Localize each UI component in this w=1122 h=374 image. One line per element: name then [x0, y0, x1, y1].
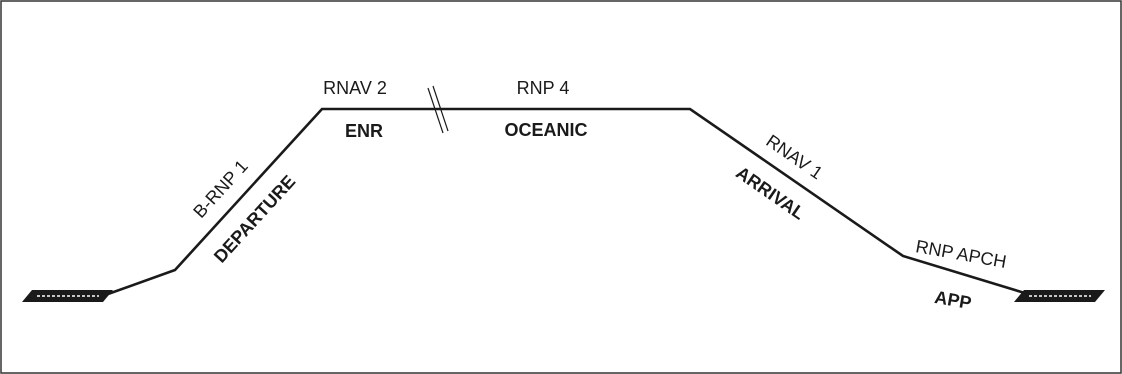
oceanic-phase-label: OCEANIC — [504, 120, 587, 140]
origin-runway-icon — [22, 290, 113, 302]
break-marker-icon — [427, 85, 449, 134]
enroute-spec-label: RNAV 2 — [323, 78, 387, 98]
flight-profile-line — [107, 107, 1029, 296]
destination-runway-icon — [1014, 290, 1105, 302]
oceanic-spec-label: RNP 4 — [517, 78, 570, 98]
enroute-phase-label: ENR — [345, 121, 383, 141]
